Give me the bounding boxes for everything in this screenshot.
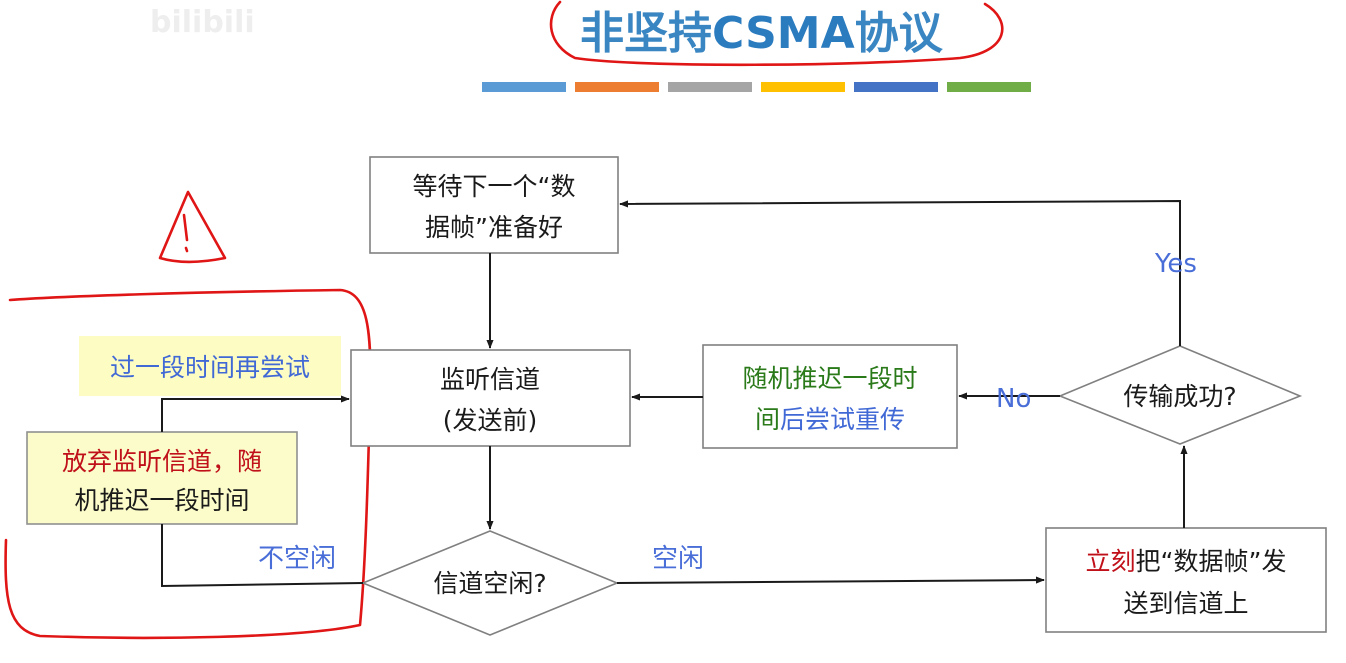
node-listen-line1: 监听信道 bbox=[440, 365, 540, 394]
color-bar-segment bbox=[482, 82, 566, 92]
edge-label-yes: Yes bbox=[1154, 249, 1197, 279]
title-hand-circle bbox=[549, 0, 1004, 67]
highlight-hand-box bbox=[4, 288, 372, 640]
node-give-up-line2: 机推迟一段时间 bbox=[74, 486, 249, 515]
node-backoff-line2: 间后尝试重传 bbox=[755, 405, 905, 434]
node-wait-ready-line1: 等待下一个“数 bbox=[413, 172, 576, 201]
color-bar-segment bbox=[575, 82, 659, 92]
node-backoff-line2-green: 间 bbox=[755, 405, 780, 434]
node-send-frame: 立刻把“数据帧”发 送到信道上 bbox=[1045, 527, 1327, 633]
color-bar-segment bbox=[854, 82, 938, 92]
edge-label-no: No bbox=[996, 384, 1031, 414]
edge-success-yes bbox=[619, 199, 1181, 346]
color-bar-segment bbox=[947, 82, 1031, 92]
edge-idle-to-send bbox=[616, 576, 1045, 584]
node-send-line1-red: 立刻 bbox=[1086, 547, 1136, 576]
watermark-logo: bilibili bbox=[150, 5, 255, 40]
node-listen-line2: (发送前) bbox=[443, 406, 538, 435]
node-backoff-line2-blue: 后尝试重传 bbox=[780, 405, 905, 434]
node-retry-note: 过一段时间再尝试 bbox=[79, 336, 341, 396]
color-bar-segment bbox=[668, 82, 752, 92]
edge-label-busy: 不空闲 bbox=[258, 544, 336, 574]
color-bar-segment bbox=[761, 82, 845, 92]
title-cn-part1: 非坚持 bbox=[580, 8, 712, 59]
node-idle-check: 信道空闲? bbox=[360, 530, 620, 636]
node-retry-note-text: 过一段时间再尝试 bbox=[110, 353, 310, 382]
node-send-line1: 立刻把“数据帧”发 bbox=[1086, 547, 1287, 576]
edge-giveup-to-listen bbox=[161, 395, 350, 432]
node-success-check-text: 传输成功? bbox=[1123, 382, 1236, 411]
node-backoff-line1: 随机推迟一段时 bbox=[742, 364, 917, 393]
node-random-backoff: 随机推迟一段时 间后尝试重传 bbox=[702, 344, 958, 449]
node-wait-ready: 等待下一个“数 据帧”准备好 bbox=[369, 156, 619, 254]
node-success-check: 传输成功? bbox=[1057, 345, 1303, 445]
node-give-up-line1: 放弃监听信道，随 bbox=[62, 447, 262, 476]
node-wait-ready-line2: 据帧”准备好 bbox=[425, 213, 563, 242]
node-send-line2: 送到信道上 bbox=[1123, 589, 1248, 618]
edge-label-idle: 空闲 bbox=[652, 544, 704, 574]
edge-idle-busy bbox=[161, 524, 364, 588]
title-en-part: CSMA bbox=[712, 8, 855, 59]
title-color-bar bbox=[482, 82, 1031, 92]
node-idle-check-text: 信道空闲? bbox=[433, 569, 546, 598]
page-title: 非坚持CSMA协议 bbox=[580, 8, 944, 59]
node-give-up: 放弃监听信道，随 机推迟一段时间 bbox=[26, 431, 298, 525]
node-send-line1-rest: 把“数据帧”发 bbox=[1136, 547, 1287, 576]
node-listen-channel: 监听信道 (发送前) bbox=[350, 349, 631, 447]
warning-triangle-drawing bbox=[158, 190, 227, 264]
title-cn-part2: 协议 bbox=[855, 8, 944, 59]
